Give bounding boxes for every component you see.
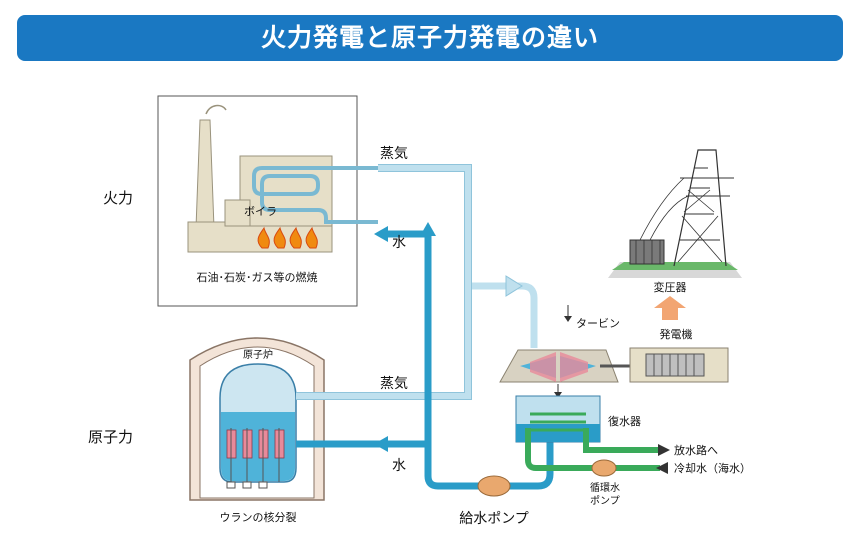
nuclear-label: 原子力 [88, 428, 133, 446]
generator [629, 347, 729, 383]
fuel-burning-label: 石油･石炭･ガス等の燃焼 [197, 270, 318, 284]
transmission-tower-icon [608, 149, 742, 278]
arrow-up-icon [654, 296, 686, 320]
turbine [499, 349, 640, 383]
cooling-water-pipes [525, 428, 660, 471]
water-arrow-icon [374, 226, 388, 242]
feed-pump-icon [477, 475, 511, 497]
steam-arrow-icon [505, 275, 523, 297]
title-banner: 火力発電と原子力発電の違い [17, 15, 843, 61]
transformer-label: 変圧器 [654, 280, 687, 294]
water-top-label: 水 [392, 235, 406, 251]
flame-icon [257, 226, 318, 249]
steam-bottom-label: 蒸気 [380, 376, 408, 392]
water-arrow-icon [420, 222, 436, 236]
page-title: 火力発電と原子力発電の違い [260, 23, 599, 52]
feed-pump-label: 給水ポンプ [459, 511, 529, 527]
circulation-pump-label: ポンプ [590, 495, 620, 507]
water-arrow-icon [374, 436, 388, 452]
steam-top-label: 蒸気 [380, 146, 408, 162]
boiler-label: ボイラ [244, 205, 277, 218]
circulation-pump-icon [591, 459, 617, 477]
turbine-label: タービン [576, 317, 620, 330]
cooling-water-label: 冷却水（海水） [674, 461, 751, 475]
boiler-coil [252, 166, 378, 224]
feedwater-pipes [296, 230, 554, 490]
discharge-label: 放水路へ [674, 443, 718, 457]
condenser-label: 復水器 [608, 415, 641, 428]
arrow-right-icon [658, 444, 670, 456]
reactor-label: 原子炉 [243, 349, 273, 361]
arrow-left-icon [656, 462, 668, 474]
circulation-pump-label: 循環水 [590, 481, 620, 494]
generator-label: 発電機 [660, 327, 693, 341]
thermal-label: 火力 [103, 189, 133, 207]
water-bottom-label: 水 [392, 458, 406, 474]
fission-label: ウランの核分裂 [220, 510, 297, 524]
reactor-vessel [219, 363, 297, 489]
